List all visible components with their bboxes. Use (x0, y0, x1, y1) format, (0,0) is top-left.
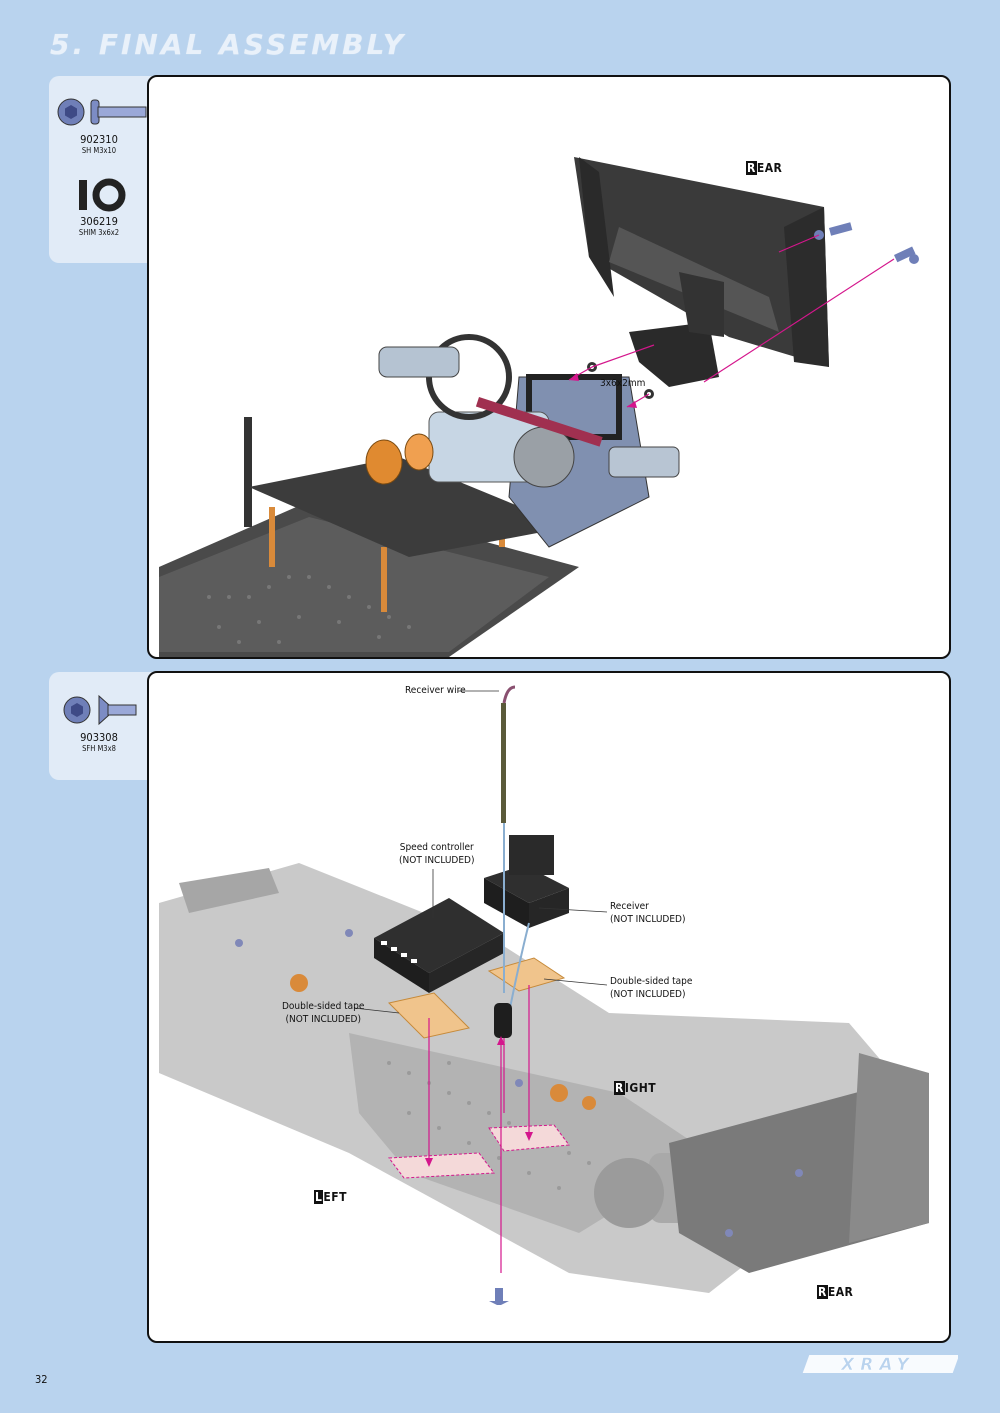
tape-left-note: (NOT INCLUDED) (285, 1014, 361, 1025)
receiver-wire-label: Receiver wire (405, 685, 466, 696)
button-head-screw-icon (57, 98, 147, 126)
part-code: 902310 (80, 133, 118, 146)
parts-box-step2: 903308 SFH M3x8 (49, 672, 159, 780)
part-306219: 306219 SHIM 3x6x2 (49, 176, 149, 237)
svg-text:XRAY: XRAY (840, 1355, 915, 1375)
step2-illustration-panel: Receiver wire Speed controller (NOT INCL… (147, 671, 951, 1343)
parts-box-step1: 902310 SH M3x10 306219 SHIM 3x6x2 (49, 76, 159, 263)
part-902310: 902310 SH M3x10 (49, 94, 149, 155)
step1-illustration-panel: REAR 3x6x2mm (147, 75, 951, 659)
receiver-note: (NOT INCLUDED) (610, 914, 686, 925)
xray-logo-icon: XRAY (802, 1355, 960, 1375)
part-desc: SH M3x10 (81, 146, 117, 155)
flat-head-screw-icon (63, 694, 137, 726)
part-903308: 903308 SFH M3x8 (49, 692, 149, 753)
tape-right-label: Double-sided tape (NOT INCLUDED) (610, 975, 692, 1001)
screw-icon (814, 222, 919, 264)
speed-controller-label: Speed controller (NOT INCLUDED) (399, 841, 474, 867)
right-label: RIGHT (615, 1081, 657, 1095)
tape-right-name: Double-sided tape (610, 976, 693, 987)
electronics-install-illustration (159, 685, 929, 1305)
part-desc: SFH M3x8 (82, 744, 116, 753)
left-label: LEFT (315, 1190, 348, 1204)
page-number: 32 (35, 1373, 48, 1386)
tape-left-name: Double-sided tape (282, 1001, 365, 1012)
part-code: 903308 (80, 731, 118, 744)
part-code: 306219 (80, 215, 118, 228)
speed-controller-note: (NOT INCLUDED) (399, 855, 475, 866)
receiver-label: Receiver (NOT INCLUDED) (610, 900, 685, 926)
shim-washer-icon (79, 178, 126, 212)
page-title: 5. FINAL ASSEMBLY (50, 28, 407, 61)
part-desc: SHIM 3x6x2 (78, 228, 120, 237)
rear-label: REAR (747, 161, 783, 175)
rear-wing-chassis-illustration (159, 157, 919, 657)
tape-left-label: Double-sided tape (NOT INCLUDED) (282, 1000, 364, 1026)
speed-controller-name: Speed controller (399, 842, 474, 853)
xray-logo: XRAY (798, 1353, 960, 1379)
shim-size-label: 3x6x2mm (600, 378, 646, 389)
rear-label: REAR (818, 1285, 854, 1299)
tape-right-note: (NOT INCLUDED) (610, 989, 686, 1000)
receiver-name: Receiver (610, 901, 649, 912)
